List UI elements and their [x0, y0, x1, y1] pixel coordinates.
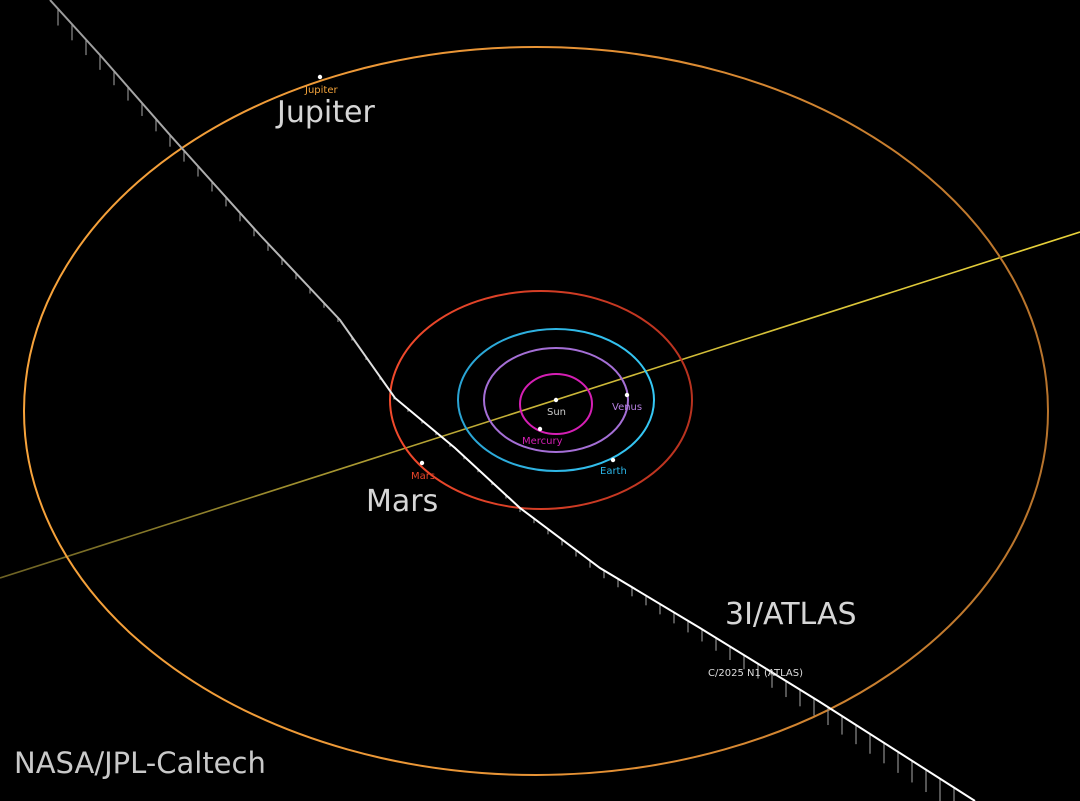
sun-dot	[553, 397, 559, 403]
mars-dot	[419, 460, 425, 466]
sun-label: Sun	[547, 407, 566, 418]
jupiter-orbit	[23, 46, 1049, 776]
jupiter-dot	[317, 74, 323, 80]
mercury-orbit	[519, 373, 593, 435]
mercury-dot	[537, 426, 543, 432]
jupiter-big-label: Jupiter	[275, 95, 375, 130]
comet-trajectory	[49, 0, 976, 801]
comet-big-label: 3I/ATLAS	[725, 597, 857, 632]
venus-label: Venus	[612, 402, 642, 413]
comet-trajectory-ticks	[57, 8, 955, 801]
mars-big-label: Mars	[366, 484, 438, 519]
earth-label: Earth	[600, 466, 627, 477]
mars-orbit	[389, 290, 693, 510]
credit-label: NASA/JPL-Caltech	[14, 746, 266, 780]
jupiter-small-label: Jupiter	[304, 85, 338, 96]
mars-small-label: Mars	[411, 471, 435, 482]
earth-orbit	[457, 328, 655, 472]
ecliptic-axis-line	[0, 231, 1080, 579]
mercury-label: Mercury	[522, 436, 563, 447]
comet-small-label: C/2025 N1 (ATLAS)	[708, 668, 803, 679]
earth-dot	[610, 457, 616, 463]
venus-orbit	[483, 347, 629, 453]
venus-dot	[624, 392, 630, 398]
